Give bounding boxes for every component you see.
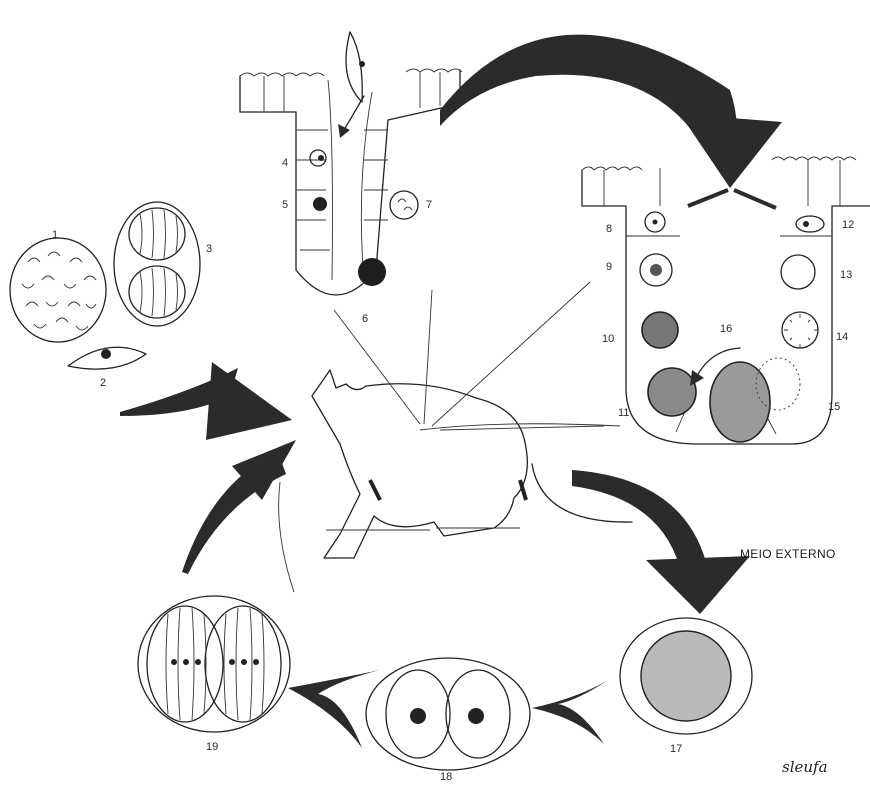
- artist-signature: sleufa: [782, 758, 828, 776]
- label-9: 9: [606, 261, 612, 273]
- label-1: 1: [52, 229, 58, 241]
- label-5: 5: [282, 199, 288, 211]
- label-3: 3: [206, 243, 212, 255]
- arrow-ingestion-bottom: [182, 440, 296, 592]
- label-14: 14: [836, 331, 848, 343]
- arrow-ingestion-left: [120, 362, 292, 440]
- label-18: 18: [440, 771, 452, 783]
- label-16: 16: [720, 323, 732, 335]
- label-2: 2: [100, 377, 106, 389]
- label-6: 6: [362, 313, 368, 325]
- label-11: 11: [618, 407, 629, 419]
- intestinal-crypt-1: [240, 32, 462, 295]
- external-environment-label: MEIO EXTERNO: [740, 547, 836, 561]
- label-8: 8: [606, 223, 612, 235]
- label-12: 12: [842, 219, 854, 231]
- label-7: 7: [426, 199, 432, 211]
- label-4: 4: [282, 157, 288, 169]
- oocyst-sporulated-19: [138, 596, 290, 732]
- oocyst-sporoblasts-18: [366, 658, 530, 770]
- intestinal-crypt-2: [582, 157, 870, 444]
- arrow-crypt1-to-crypt2: [440, 35, 782, 208]
- tachyzoite-2: [68, 347, 146, 369]
- label-15: 15: [828, 401, 840, 413]
- oocyst-sporulated-3: [114, 202, 200, 326]
- oocyst-unsporulated-17: [620, 618, 752, 734]
- arrow-17-to-18: [532, 680, 608, 744]
- cat-host: [312, 370, 632, 558]
- label-17: 17: [670, 743, 682, 755]
- label-19: 19: [206, 741, 218, 753]
- label-10: 10: [602, 333, 614, 345]
- arrow-to-external: [572, 470, 750, 614]
- tissue-cyst-1: [10, 238, 106, 342]
- connector-lines: [334, 282, 604, 430]
- label-13: 13: [840, 269, 852, 281]
